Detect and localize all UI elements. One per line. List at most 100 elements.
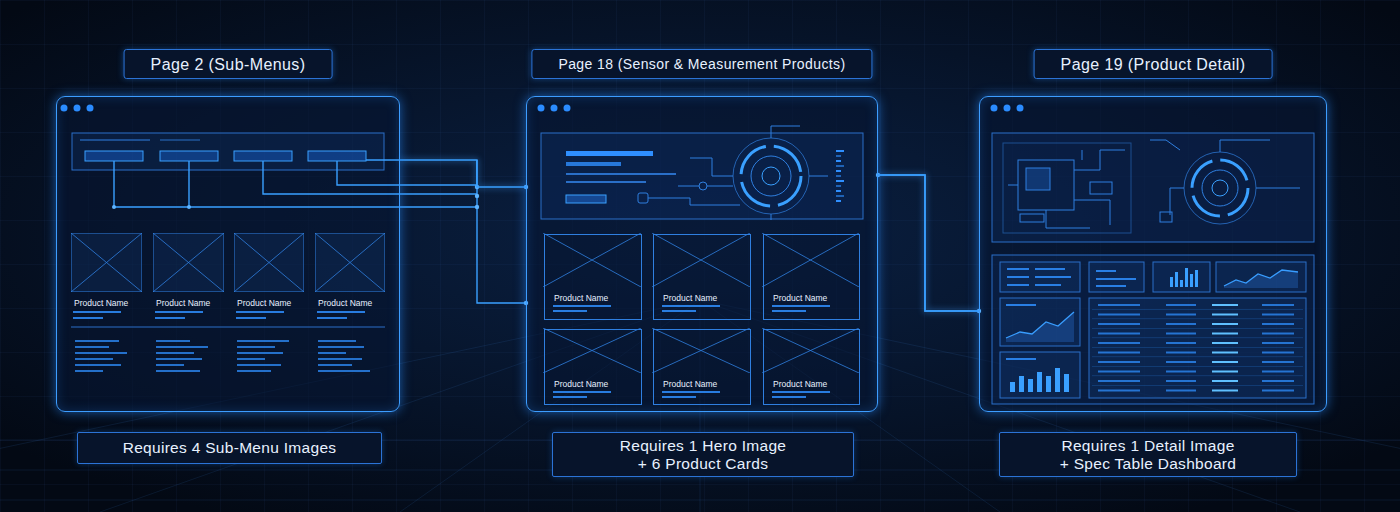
wireframe-rect (237, 340, 289, 342)
wireframe-rect (75, 352, 127, 354)
wireframe-rect (1166, 333, 1196, 335)
wireframe-rect (1007, 284, 1029, 286)
page-label: Page 18 (Sensor & Measurement Products) (531, 49, 872, 79)
wireframe-path (1224, 270, 1298, 288)
wireframe-rect (1212, 371, 1238, 373)
wireframe-g (75, 340, 370, 372)
product-name: Product Name (74, 298, 128, 308)
wireframe-rect (1212, 333, 1238, 335)
wireframe-rect (237, 358, 265, 360)
wireframe-rect (1035, 276, 1071, 278)
wireframe-rect (85, 151, 143, 161)
wireframe-circle (61, 105, 68, 112)
wireframe-g (836, 150, 844, 202)
wireframe-rect (1018, 160, 1074, 210)
wireframe-rect (1166, 323, 1196, 325)
wireframe-rect (1166, 380, 1196, 382)
product-card: Product Name (154, 234, 225, 322)
wireframe-rect (318, 346, 364, 348)
wireframe-rect (1153, 262, 1210, 292)
wireframe-rect (156, 358, 202, 360)
wireframe-rect (566, 162, 621, 166)
wireframe-rect (992, 133, 1314, 242)
wireframe-rect (836, 155, 841, 157)
wireframe-rect (317, 311, 365, 313)
wireframe-rect (836, 160, 841, 162)
wireframe-rect (1166, 342, 1196, 344)
wireframe-rect (80, 139, 150, 141)
wireframe-rect (56, 96, 400, 412)
product-name: Product Name (773, 379, 827, 389)
wireframe-rect (553, 396, 587, 398)
product-card: Product Name (235, 234, 305, 322)
wireframe-rect (1098, 323, 1140, 325)
wireframe-rect (836, 185, 841, 187)
wireframe-rect (318, 340, 356, 342)
wireframe-g (1092, 304, 1303, 392)
wireframe-circle (1192, 160, 1248, 216)
wireframe-circle (551, 105, 558, 112)
wireframe-rect (1096, 270, 1116, 272)
wireframe-path (1006, 312, 1074, 342)
wireframe-rect (1092, 356, 1303, 358)
wireframe-rect (1262, 342, 1294, 344)
wireframe-rect (237, 352, 283, 354)
wireframe-rect (1212, 342, 1238, 344)
wireframe-rect (1089, 262, 1144, 292)
connector-line (400, 160, 526, 187)
wireframe-g (1000, 262, 1306, 398)
wireframe-rect (1092, 366, 1303, 368)
wireframe-rect (236, 317, 266, 319)
wireframe-rect (1098, 390, 1140, 392)
wireframe-rect (836, 175, 841, 177)
page-label: Page 2 (Sub-Menus) (124, 49, 333, 79)
wireframe-rect (662, 310, 696, 312)
wireframe-rect (156, 346, 208, 348)
wireframe-rect (1035, 284, 1061, 286)
wireframe-rect (1035, 268, 1065, 270)
wireframe-g (73, 311, 365, 319)
wireframe-g (638, 126, 828, 220)
wireframe-rect (566, 151, 653, 156)
wireframe-rect (1010, 382, 1015, 392)
wireframe-rect (1175, 272, 1178, 287)
wireframe-use (234, 233, 304, 292)
requirement-box: Requires 4 Sub-Menu Images (77, 432, 382, 464)
wireframe-circle (762, 167, 780, 185)
wireframe-rect (553, 310, 587, 312)
wireframe-use (762, 328, 859, 373)
wireframe-rect (234, 151, 292, 161)
wireframe-rect (1092, 337, 1303, 339)
wireframe-rect (1262, 314, 1294, 316)
wireframe-rect (73, 311, 121, 313)
wireframe-rect (1195, 270, 1198, 287)
wireframe-rect (317, 317, 347, 319)
wireframe-rect (566, 173, 676, 175)
requirement-text: Requires 4 Sub-Menu Images (123, 439, 337, 457)
product-card: Product Name (544, 329, 642, 405)
wireframe-rect (1166, 352, 1196, 354)
wireframe-circle (991, 105, 998, 112)
wireframe-rect (1212, 323, 1238, 325)
wireframe-rect (836, 195, 844, 197)
wireframe-rect (541, 133, 863, 219)
product-card: Product Name (544, 234, 642, 320)
wireframe-rect (772, 391, 830, 393)
wireframe-rect (638, 193, 648, 203)
wireframe-circle (1184, 152, 1256, 224)
wireframe-rect (1037, 372, 1042, 392)
wireframe-rect (237, 370, 271, 372)
wireframe-rect (1160, 212, 1172, 222)
wireframe-rect (318, 364, 352, 366)
wireframe-rect (772, 310, 806, 312)
wireframe-rect (1006, 304, 1036, 306)
wireframe-rect (772, 396, 806, 398)
wireframe-rect (836, 170, 841, 172)
wireframe-circle (1017, 105, 1024, 112)
wireframe-path (400, 160, 526, 303)
wireframe-rect (1262, 371, 1294, 373)
wireframe-rect (1212, 390, 1238, 392)
wireframe-rect (75, 346, 109, 348)
wireframe-rect (1212, 361, 1238, 363)
